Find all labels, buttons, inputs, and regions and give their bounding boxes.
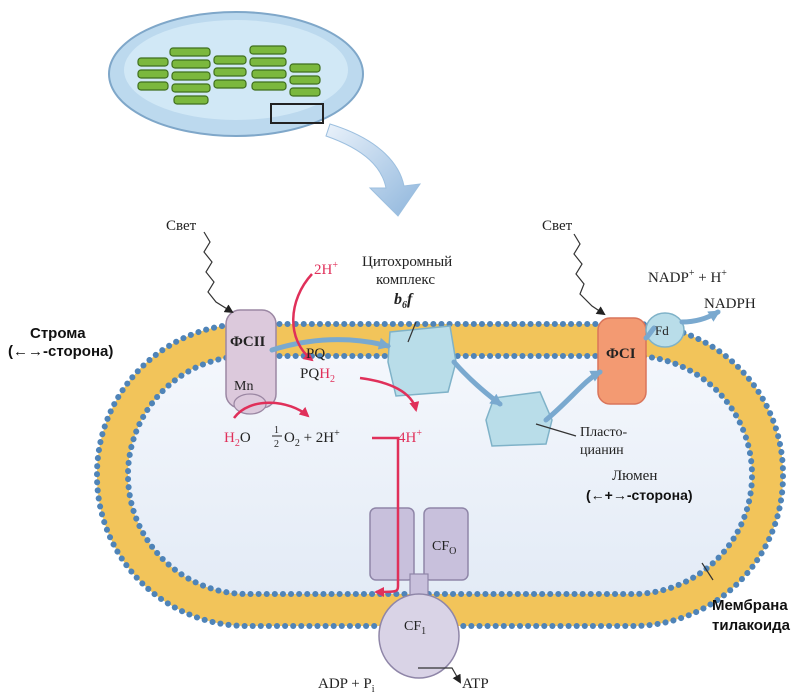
lumen-label-line2: (←+→-сторона) xyxy=(586,487,693,503)
fd-label: Fd xyxy=(655,323,669,338)
pqh2-label: PQH2 xyxy=(300,366,335,385)
chloroplast-icon xyxy=(108,11,364,137)
svg-text:1: 1 xyxy=(274,425,279,436)
svg-text:2: 2 xyxy=(274,439,279,450)
plastocyanin xyxy=(485,391,553,447)
proton-label-top: 2H+ xyxy=(314,260,338,278)
svg-text:O2 + 2H+: O2 + 2H+ xyxy=(284,428,340,449)
lumen-label-line1: Люмен xyxy=(612,468,657,484)
light-label-right: Свет xyxy=(542,218,573,234)
pointer-lines xyxy=(203,231,714,684)
pq-label: PQ xyxy=(306,346,325,362)
cytochrome-label-line2: комплекс xyxy=(376,272,435,288)
light-label-left: Свет xyxy=(166,218,197,234)
proton-arrows xyxy=(232,273,420,597)
ferredoxin xyxy=(645,312,685,348)
oxygen-label: 1 2 O2 + 2H+ xyxy=(272,425,340,450)
cytochrome-label-b6f: b6f xyxy=(394,291,414,311)
atp-synthase xyxy=(369,507,469,679)
cf1-label: CF1 xyxy=(404,619,426,637)
cfo-label: CFO xyxy=(432,539,456,557)
psi-label: ФСI xyxy=(606,346,636,362)
plastocyanin-label-line2: цианин xyxy=(580,443,624,458)
stroma-label-line2: (←→-сторона) xyxy=(8,343,113,360)
electron-flow-arrows xyxy=(269,309,721,423)
plastocyanin-label-line1: Пласто- xyxy=(580,425,627,440)
cytochrome-b6f xyxy=(387,325,457,397)
psii-label: ФСII xyxy=(230,334,266,350)
water-label: H2O xyxy=(224,430,251,449)
stroma-label-line1: Строма xyxy=(30,325,86,342)
membrane-label-line1: Мембрана xyxy=(712,597,788,614)
nadp-label: NADP+ + H+ xyxy=(648,268,727,286)
proton-label-4h: 4H+ xyxy=(398,428,422,446)
photosystem-i xyxy=(597,317,647,405)
mn-label: Mn xyxy=(234,379,253,394)
nadph-label: NADPH xyxy=(704,296,756,312)
adp-label: ADP + Pi xyxy=(318,676,375,695)
membrane-label-line2: тилакоида xyxy=(712,617,791,634)
zoom-arrow xyxy=(325,123,422,217)
photosystem-ii xyxy=(225,309,277,415)
atp-label: ATP xyxy=(462,676,489,692)
cytochrome-label-line1: Цитохромный xyxy=(362,254,452,270)
